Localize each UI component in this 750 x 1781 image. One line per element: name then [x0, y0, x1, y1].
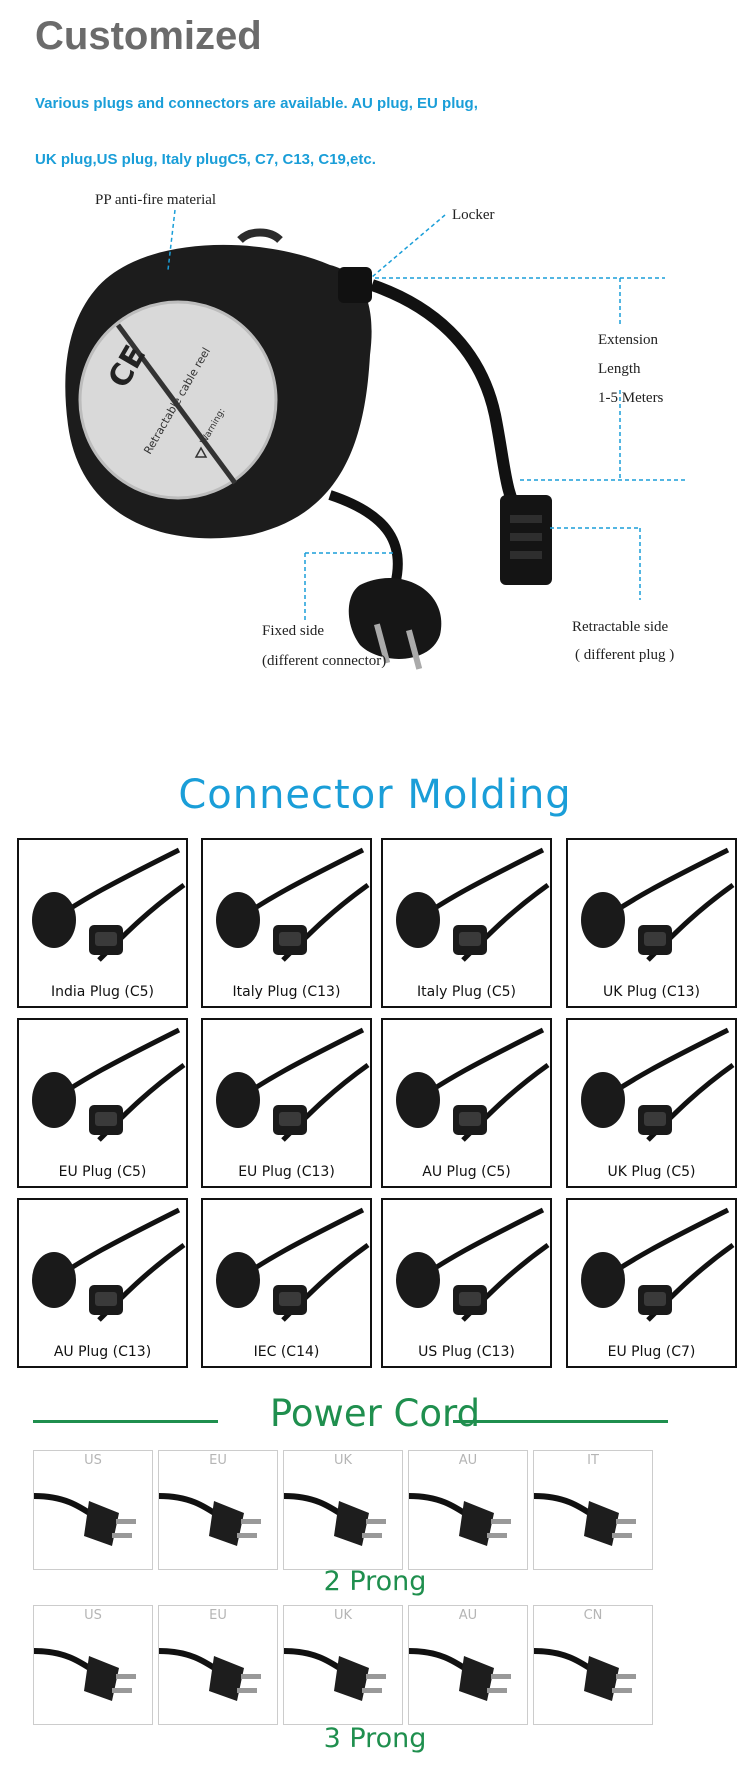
plug-image [534, 1493, 636, 1546]
plug-image [409, 1648, 511, 1701]
intro-line-2: UK plug,US plug, Italy plugC5, C7, C13, … [35, 151, 376, 168]
three-prong-label: 3 Prong [323, 1723, 427, 1754]
plug-image [159, 1493, 261, 1546]
power-cord-title: Power Cord [269, 1392, 481, 1435]
connector-cell: EU Plug (C13) [201, 1018, 372, 1188]
connector-label: IEC (C14) [253, 1344, 320, 1360]
page-title: Customized [35, 14, 262, 58]
connector-label: UK Plug (C5) [607, 1164, 696, 1180]
plug-region-label: AU [458, 1453, 478, 1468]
callout-retract-2: ( different plug ) [575, 647, 675, 663]
plug-region-label: US [84, 1608, 102, 1623]
plug-image [284, 1493, 386, 1546]
connector-label: US Plug (C13) [418, 1344, 515, 1360]
connector-image [216, 847, 370, 962]
connector-cell: Italy Plug (C5) [381, 838, 552, 1008]
plug-image [34, 1648, 136, 1701]
connector-cell: India Plug (C5) [17, 838, 188, 1008]
callout-extension-1: Extension [598, 332, 658, 348]
plug-region-label: CN [583, 1608, 603, 1623]
three-prong-row: US EU UK AU CN [33, 1605, 663, 1727]
connector-cell: US Plug (C13) [381, 1198, 552, 1368]
connector-cell: AU Plug (C13) [17, 1198, 188, 1368]
plug-tile: US [33, 1605, 153, 1725]
connector-image [396, 1207, 550, 1322]
connector-image [216, 1207, 370, 1322]
connector-cell: UK Plug (C5) [566, 1018, 737, 1188]
plug-tile: UK [283, 1450, 403, 1570]
callout-material: PP anti-fire material [95, 192, 217, 208]
connector-cell: UK Plug (C13) [566, 838, 737, 1008]
plug-image [34, 1493, 136, 1546]
plug-tile: AU [408, 1450, 528, 1570]
callout-extension-3: 1-5 Meters [598, 390, 664, 406]
plug-image [534, 1648, 636, 1701]
plug-tile: CN [533, 1605, 653, 1725]
callout-locker: Locker [452, 207, 495, 223]
connector-label: AU Plug (C13) [53, 1344, 152, 1360]
connector-cell: EU Plug (C7) [566, 1198, 737, 1368]
connector-image [581, 1027, 735, 1142]
connector-image [581, 847, 735, 962]
connector-cell: Italy Plug (C13) [201, 838, 372, 1008]
plug-region-label: AU [458, 1608, 478, 1623]
connector-image [32, 1207, 186, 1322]
plug-region-label: EU [209, 1453, 227, 1468]
plug-tile: US [33, 1450, 153, 1570]
plug-image [159, 1648, 261, 1701]
connector-label: Italy Plug (C13) [232, 984, 341, 1000]
power-cord-rule-right [453, 1420, 668, 1423]
connector-cell: AU Plug (C5) [381, 1018, 552, 1188]
connector-image [32, 847, 186, 962]
plug-region-label: UK [333, 1453, 353, 1468]
connector-label: AU Plug (C5) [422, 1164, 511, 1180]
power-cord-rule-left [33, 1420, 218, 1423]
callout-retract-1: Retractable side [572, 619, 669, 635]
plug-tile: EU [158, 1450, 278, 1570]
connector-image [32, 1027, 186, 1142]
connector-cell: EU Plug (C5) [17, 1018, 188, 1188]
callout-fixed-1: Fixed side [262, 623, 325, 639]
connector-image [396, 847, 550, 962]
connector-molding-grid: India Plug (C5) Italy Plug (C13) Italy Plu… [17, 838, 737, 1368]
connector-image [216, 1027, 370, 1142]
plug-region-label: IT [587, 1453, 599, 1468]
connector-label: UK Plug (C13) [603, 984, 700, 1000]
plug-image [409, 1493, 511, 1546]
plug-tile: EU [158, 1605, 278, 1725]
plug-tile: UK [283, 1605, 403, 1725]
plug-region-label: UK [333, 1608, 353, 1623]
connector-cell: IEC (C14) [201, 1198, 372, 1368]
connector-image [396, 1027, 550, 1142]
connector-molding-title: Connector Molding [178, 772, 572, 818]
plug-region-label: EU [209, 1608, 227, 1623]
plug-tile: IT [533, 1450, 653, 1570]
cable-reel-diagram: CE Retractable cable reel Warning: PP an… [0, 192, 750, 755]
connector-label: Italy Plug (C5) [417, 984, 516, 1000]
plug-tile: AU [408, 1605, 528, 1725]
connector-image [581, 1207, 735, 1322]
connector-label: EU Plug (C5) [58, 1164, 147, 1180]
connector-label: EU Plug (C13) [238, 1164, 335, 1180]
connector-label: EU Plug (C7) [607, 1344, 696, 1360]
connector-label: India Plug (C5) [51, 984, 154, 1000]
plug-region-label: US [84, 1453, 102, 1468]
cable-reel-illustration: CE Retractable cable reel Warning: [65, 209, 685, 670]
callout-fixed-2: (different connector) [262, 653, 387, 669]
intro-line-1: Various plugs and connectors are availab… [35, 95, 478, 112]
plug-image [284, 1648, 386, 1701]
two-prong-row: US EU UK AU IT [33, 1450, 663, 1572]
two-prong-label: 2 Prong [323, 1566, 427, 1597]
callout-extension-2: Length [598, 361, 641, 377]
